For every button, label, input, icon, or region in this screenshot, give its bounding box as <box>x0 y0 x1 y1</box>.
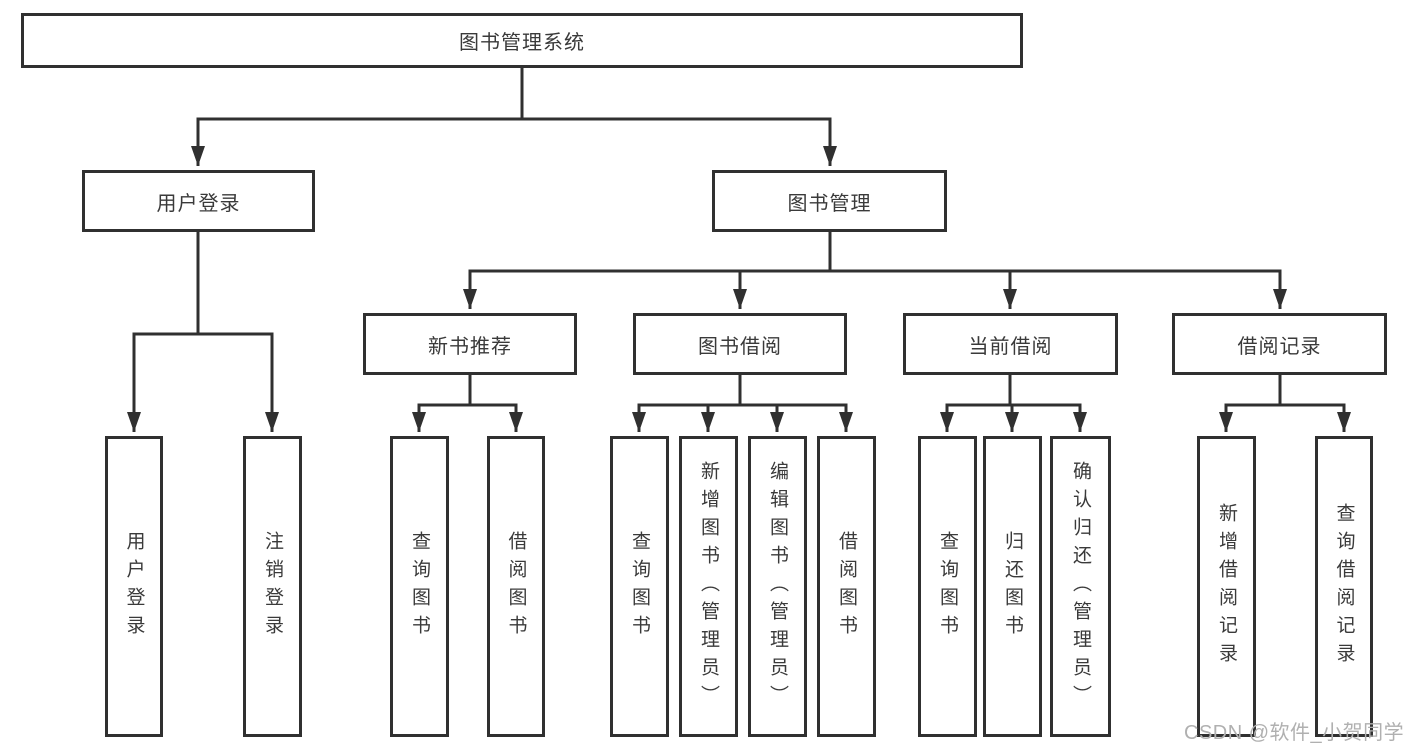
leaf-query-books-borrowing: 查询图书 <box>610 436 669 737</box>
node-current-borrowing-label: 当前借阅 <box>968 335 1053 358</box>
leaf-borrow-books-recommend-label: 借阅图书 <box>505 530 527 643</box>
node-borrowing-records-label: 借阅记录 <box>1237 335 1322 358</box>
leaf-user-login: 用户登录 <box>105 436 163 737</box>
leaf-borrow-books-borrowing-label: 借阅图书 <box>836 530 857 643</box>
leaf-query-borrow-record: 查询借阅记录 <box>1315 436 1373 737</box>
leaf-logout: 注销登录 <box>243 436 302 737</box>
leaf-confirm-return-admin-label: 确认归还（管理员） <box>1070 460 1091 713</box>
node-current-borrowing: 当前借阅 <box>903 313 1118 375</box>
leaf-query-books-current-label: 查询图书 <box>937 530 958 643</box>
csdn-watermark: CSDN @软件_小贺同学 <box>1184 722 1405 744</box>
leaf-confirm-return-admin: 确认归还（管理员） <box>1050 436 1111 737</box>
leaf-return-books: 归还图书 <box>983 436 1042 737</box>
connector-new-book-branch <box>412 373 523 432</box>
connector-current-borrowing-branch <box>940 373 1087 432</box>
leaf-borrow-books-recommend: 借阅图书 <box>487 436 545 737</box>
leaf-return-books-label: 归还图书 <box>1002 530 1023 643</box>
node-new-book-recommend-label: 新书推荐 <box>428 335 512 358</box>
leaf-borrow-books-borrowing: 借阅图书 <box>817 436 876 737</box>
node-book-management: 图书管理 <box>712 170 947 232</box>
connector-user-login-branch <box>127 230 279 432</box>
leaf-query-borrow-record-label: 查询借阅记录 <box>1333 502 1355 671</box>
node-book-borrowing-label: 图书借阅 <box>698 335 782 358</box>
connector-book-management-branch <box>463 230 1287 309</box>
node-book-borrowing: 图书借阅 <box>633 313 847 375</box>
connector-root-branch <box>191 66 837 166</box>
node-user-login: 用户登录 <box>82 170 315 232</box>
node-user-login-label: 用户登录 <box>156 192 241 215</box>
node-root-label: 图书管理系统 <box>459 32 585 54</box>
node-new-book-recommend: 新书推荐 <box>363 313 577 375</box>
node-root: 图书管理系统 <box>21 13 1023 68</box>
leaf-user-login-label: 用户登录 <box>123 530 145 643</box>
connector-book-borrowing-branch <box>632 373 853 432</box>
leaf-query-books-recommend-label: 查询图书 <box>409 530 430 643</box>
leaf-query-books-recommend: 查询图书 <box>390 436 449 737</box>
leaf-query-books-borrowing-label: 查询图书 <box>629 530 650 643</box>
leaf-add-borrow-record: 新增借阅记录 <box>1197 436 1256 737</box>
leaf-edit-books-admin: 编辑图书（管理员） <box>748 436 807 737</box>
connector-borrowing-records-branch <box>1219 373 1351 432</box>
leaf-add-books-admin: 新增图书（管理员） <box>679 436 738 737</box>
leaf-query-books-current: 查询图书 <box>918 436 977 737</box>
leaf-logout-label: 注销登录 <box>262 530 283 643</box>
leaf-add-books-admin-label: 新增图书（管理员） <box>698 460 719 713</box>
leaf-edit-books-admin-label: 编辑图书（管理员） <box>767 460 788 713</box>
node-book-management-label: 图书管理 <box>787 192 872 215</box>
node-borrowing-records: 借阅记录 <box>1172 313 1387 375</box>
leaf-add-borrow-record-label: 新增借阅记录 <box>1216 502 1237 671</box>
